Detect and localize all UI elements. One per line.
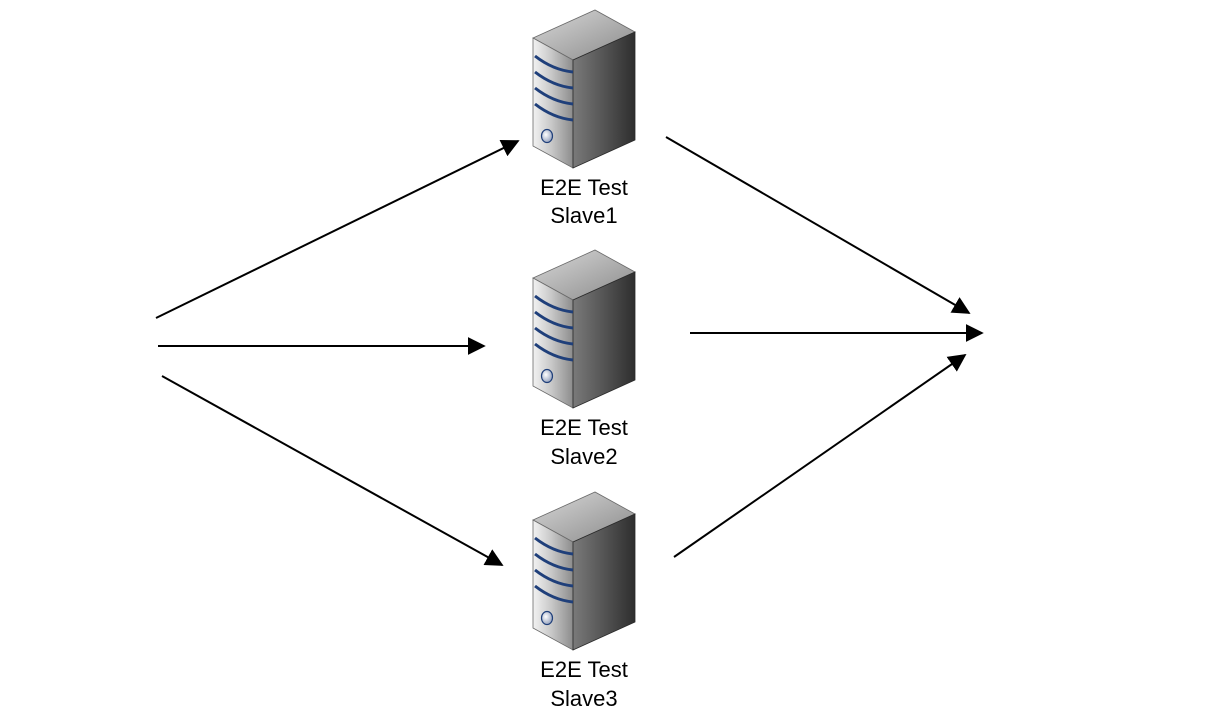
server-node-slave2: E2E Test Slave2: [531, 248, 637, 469]
arrow-to-slave1: [155, 140, 520, 319]
server-tower-icon: [531, 248, 637, 410]
server-label-line1: E2E Test: [540, 415, 628, 440]
server-label-line1: E2E Test: [540, 175, 628, 200]
arrow-to-slave3: [161, 375, 504, 566]
server-tower-icon: [531, 8, 637, 170]
server-node-slave1: E2E Test Slave1: [531, 8, 637, 228]
server-label-line1: E2E Test: [540, 657, 628, 682]
server-label-line2: Slave2: [550, 444, 617, 469]
arrow-from-slave1: [665, 136, 971, 314]
server-tower-icon: [531, 490, 637, 652]
server-label-line2: Slave1: [550, 203, 617, 228]
server-node-slave3: E2E Test Slave3: [531, 490, 637, 711]
arrow-from-slave3: [673, 353, 967, 558]
server-label-line2: Slave3: [550, 686, 617, 711]
